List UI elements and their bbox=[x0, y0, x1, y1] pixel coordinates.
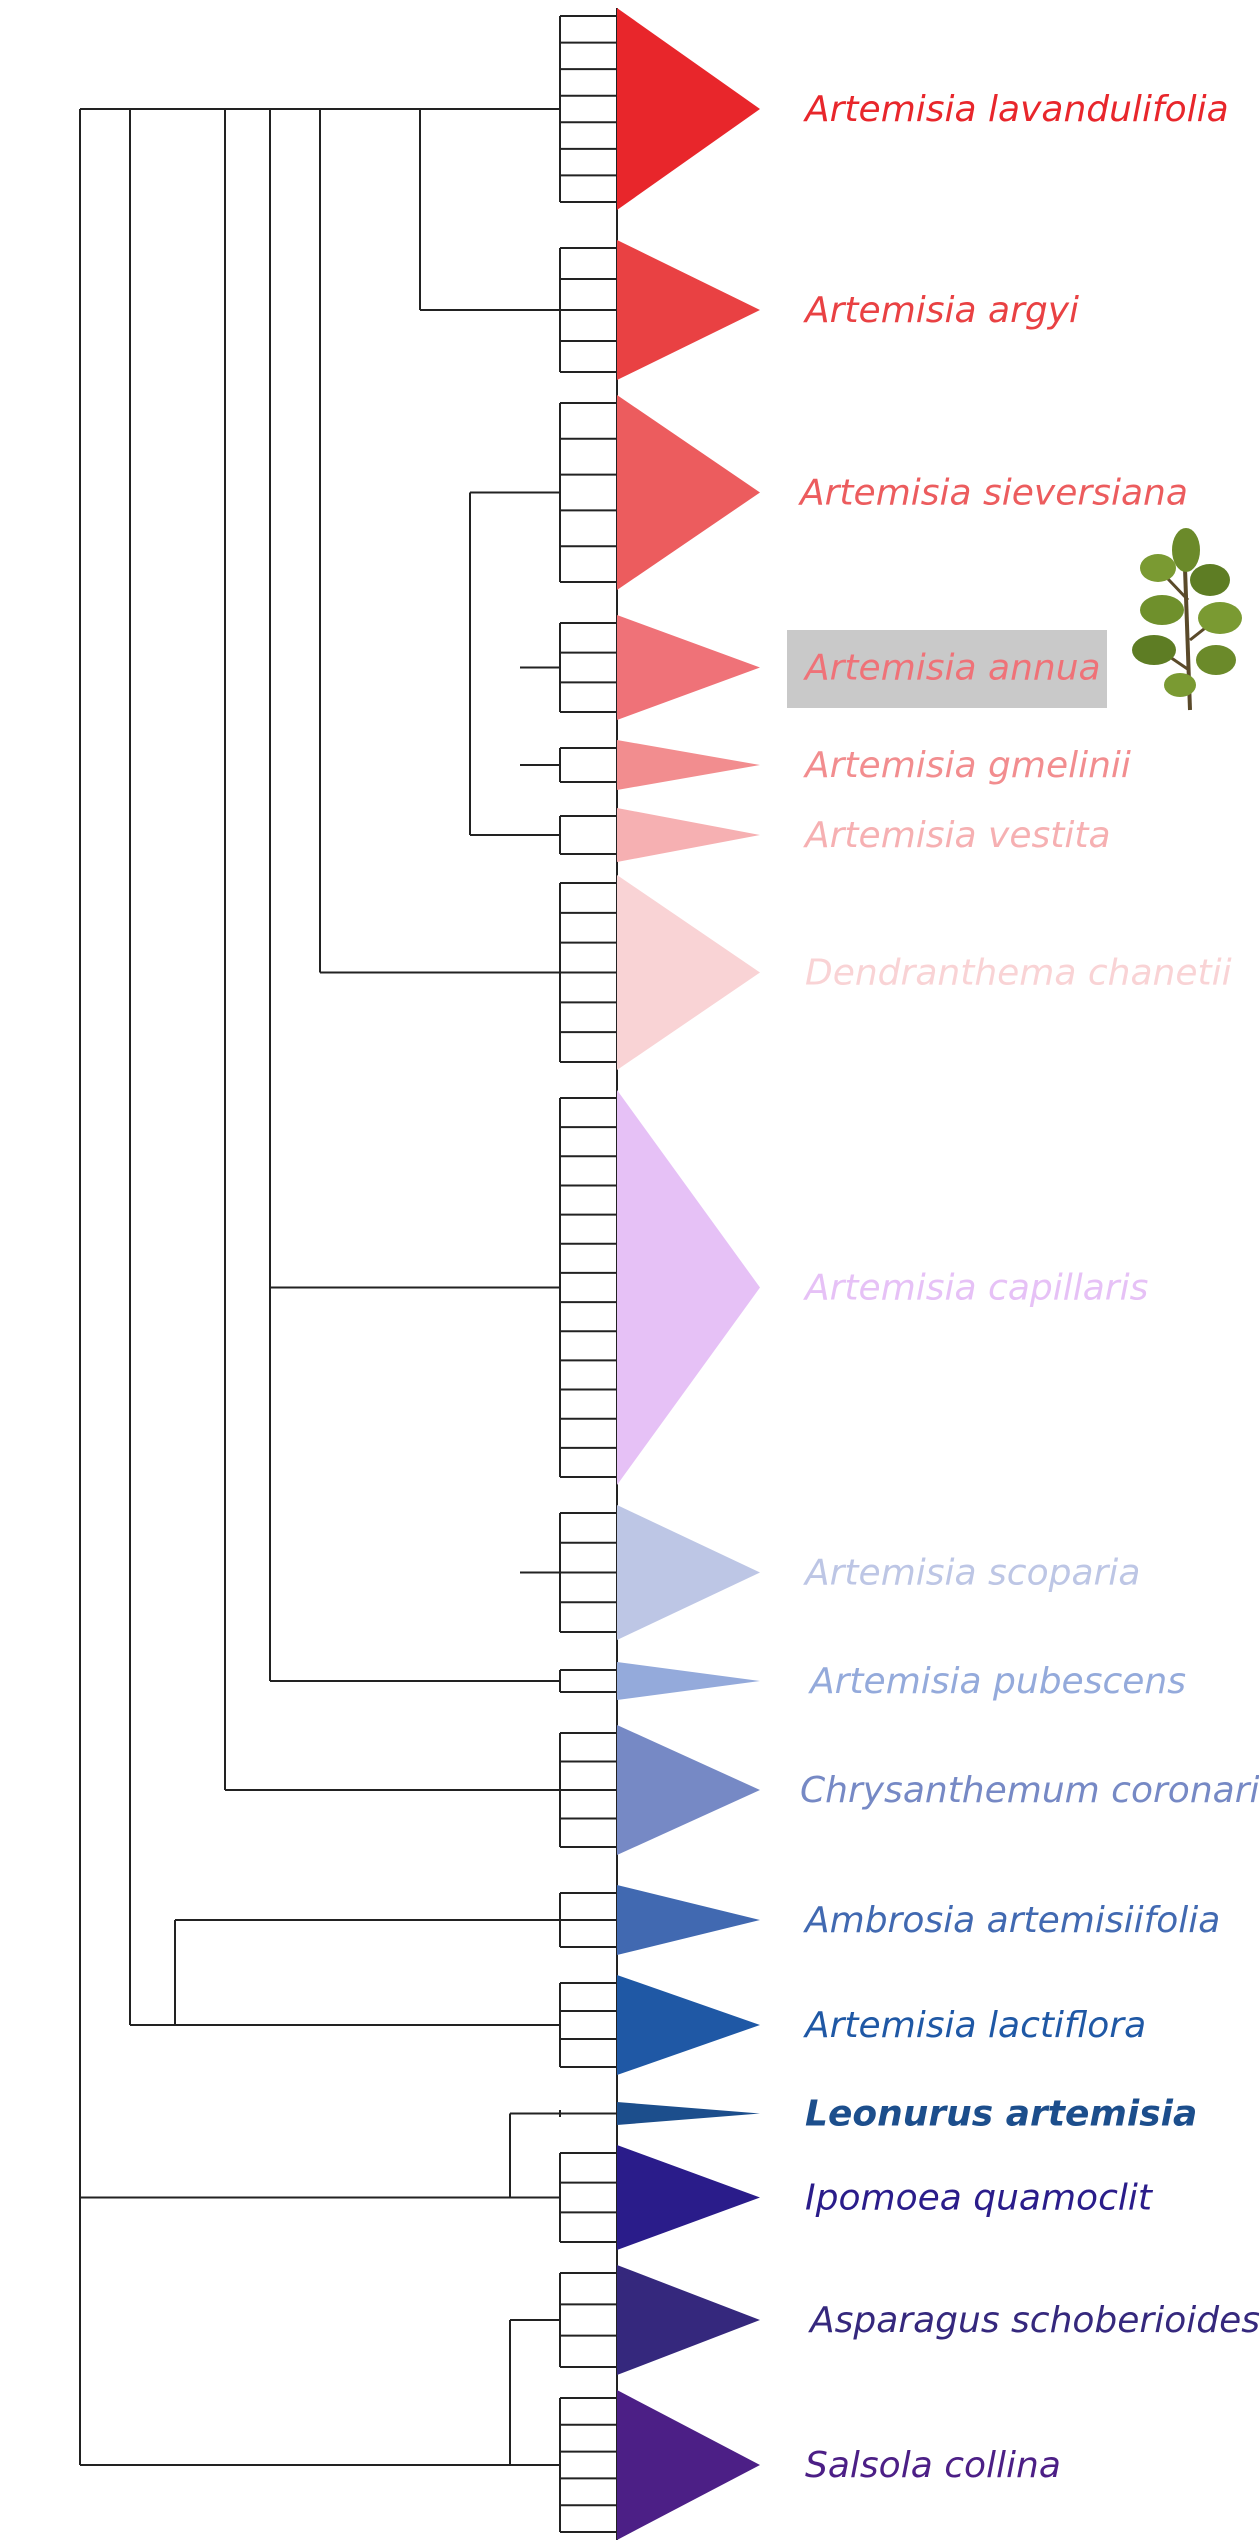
taxon-label: Artemisia sieversiana bbox=[798, 473, 1188, 514]
annua-highlight-rect bbox=[787, 630, 1107, 708]
clade-triangle bbox=[617, 395, 760, 590]
taxon-label: Artemisia capillaris bbox=[803, 1268, 1148, 1309]
clade-triangle bbox=[617, 2145, 760, 2250]
clade-triangle bbox=[617, 1090, 760, 1485]
highlight-box bbox=[787, 630, 1107, 708]
clade-triangle bbox=[617, 2390, 760, 2540]
taxon-label: Artemisia lactiflora bbox=[803, 2005, 1146, 2046]
clade-triangle bbox=[617, 2265, 760, 2375]
taxon-label: Artemisia annua bbox=[803, 648, 1101, 689]
taxon-label: Ipomoea quamoclit bbox=[805, 2178, 1154, 2219]
taxon-label: Chrysanthemum coronarium bbox=[800, 1770, 1259, 1811]
clade-triangle bbox=[617, 615, 760, 720]
taxon-label: Artemisia argyi bbox=[803, 290, 1079, 331]
tree-branches bbox=[79, 108, 560, 2466]
taxon-label: Asparagus schoberioides bbox=[808, 2300, 1259, 2341]
clade-triangle bbox=[617, 240, 760, 380]
clade-triangle bbox=[617, 1975, 760, 2075]
taxon-label: Artemisia pubescens bbox=[808, 1661, 1186, 1702]
taxon-label: Artemisia vestita bbox=[803, 815, 1111, 856]
taxon-label: Ambrosia artemisiifolia bbox=[803, 1900, 1220, 1941]
collapsed-clades bbox=[617, 8, 760, 2540]
taxon-label: Artemisia lavandulifolia bbox=[803, 89, 1229, 130]
artemisia-sprig-icon bbox=[1132, 528, 1242, 711]
clade-triangle bbox=[617, 1885, 760, 1955]
taxon-label: Salsola collina bbox=[805, 2445, 1061, 2486]
taxon-label: Dendranthema chanetii bbox=[805, 953, 1232, 994]
clade-triangle bbox=[617, 808, 760, 862]
clade-triangle bbox=[617, 740, 760, 790]
clade-triangle bbox=[617, 8, 760, 210]
clade-triangle bbox=[617, 875, 760, 1070]
taxon-label: Artemisia gmelinii bbox=[803, 745, 1131, 786]
taxon-label: Artemisia scoparia bbox=[803, 1553, 1140, 1594]
clade-triangle bbox=[617, 2102, 760, 2125]
clade-triangle bbox=[617, 1505, 760, 1640]
leaf-ticks bbox=[559, 15, 617, 2533]
clade-triangle bbox=[617, 1725, 760, 1855]
clade-triangle bbox=[617, 1662, 760, 1700]
taxon-label: Leonurus artemisia bbox=[805, 2094, 1197, 2135]
